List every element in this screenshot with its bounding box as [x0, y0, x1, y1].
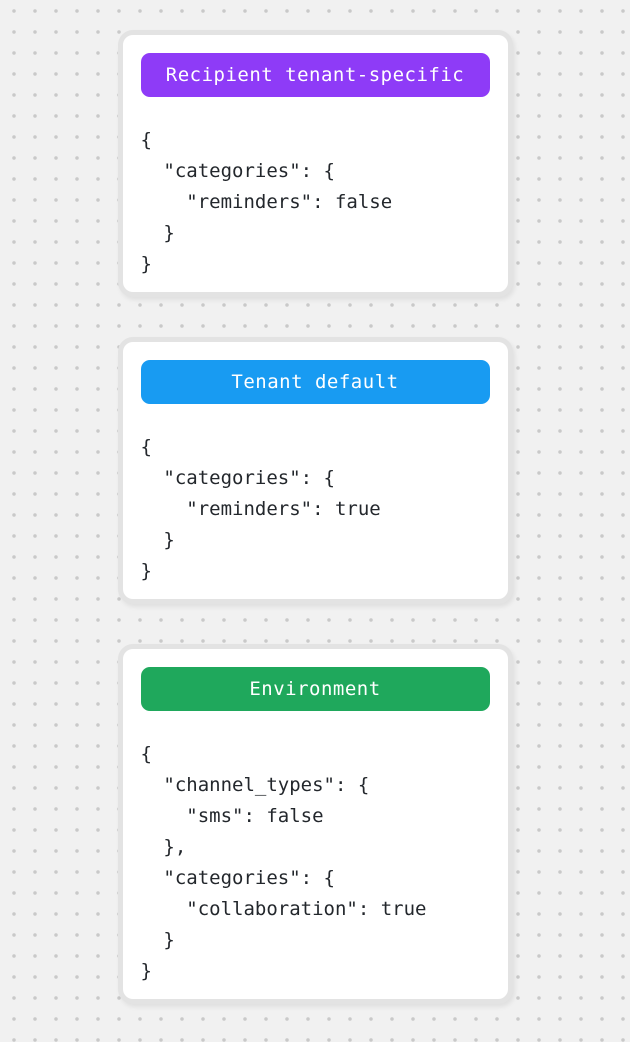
cards-canvas: Recipient tenant-specific { "categories"…: [117, 30, 513, 1004]
card-tenant-default: Tenant default { "categories": { "remind…: [117, 337, 513, 604]
json-code-tenant-default: { "categories": { "reminders": true } }: [140, 436, 381, 582]
json-code-recipient-tenant-specific: { "categories": { "reminders": false } }: [140, 129, 393, 275]
badge-tenant-default: Tenant default: [140, 360, 490, 404]
badge-environment: Environment: [140, 667, 490, 711]
card-recipient-tenant-specific: Recipient tenant-specific { "categories"…: [117, 30, 513, 297]
badge-recipient-tenant-specific: Recipient tenant-specific: [140, 53, 490, 97]
json-code-environment: { "channel_types": { "sms": false }, "ca…: [140, 743, 427, 982]
card-environment: Environment { "channel_types": { "sms": …: [117, 644, 513, 1004]
